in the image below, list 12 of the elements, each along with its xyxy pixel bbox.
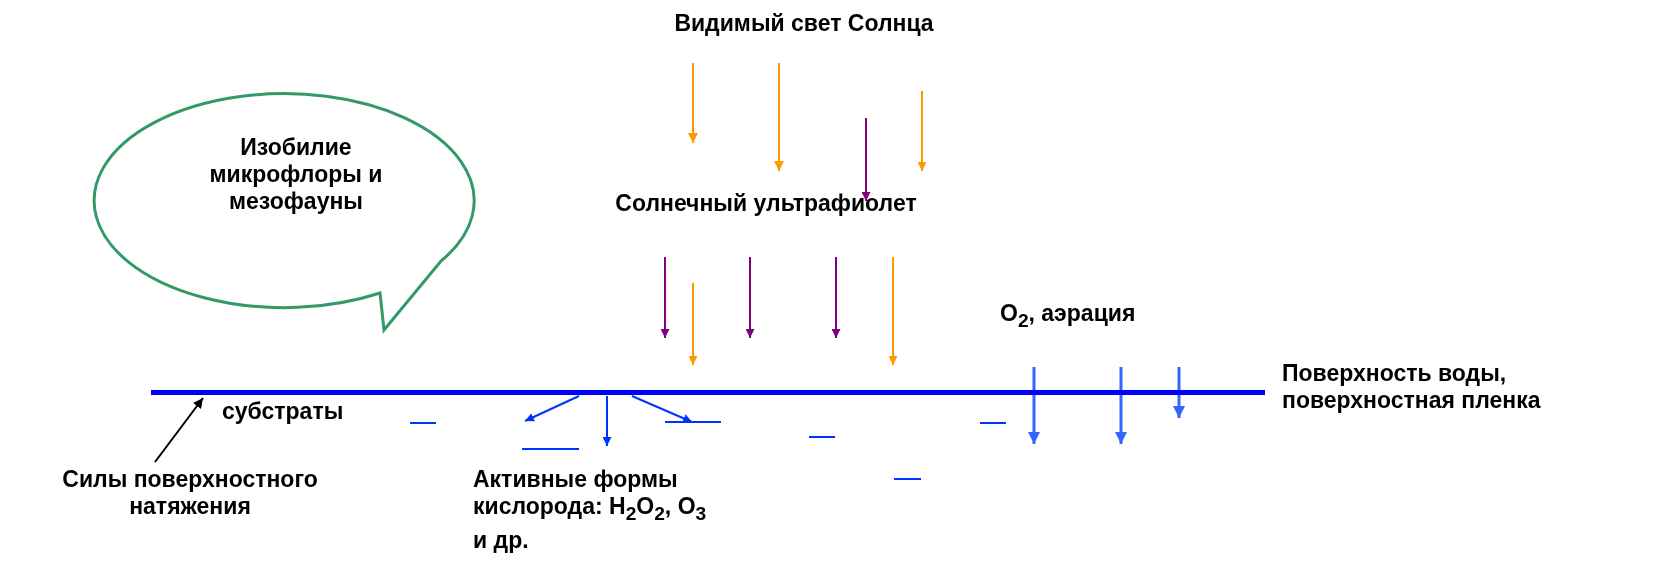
text-label: Солнечный ультрафиолет — [556, 190, 976, 217]
light-ray-arrow — [774, 62, 784, 172]
text-label: O$_{2}$, аэрация — [1000, 300, 1200, 334]
bubble-text: Изобилие микрофлоры и мезофауны — [208, 134, 384, 215]
text-label: Активные формы кислорода: H$_{2}$O$_{2}$, O$_{3}$ и др. — [473, 466, 708, 554]
surface-label: Поверхность воды, поверхностная пленка — [1282, 360, 1542, 414]
light-ray-arrow — [688, 62, 698, 144]
speech-bubble — [92, 92, 476, 332]
leader-arrow — [154, 397, 204, 463]
text-label: Силы поверхностного натяжения — [0, 466, 380, 520]
text-label: Видимый свет Солнца — [624, 10, 984, 37]
text-label: субстраты — [222, 398, 345, 425]
